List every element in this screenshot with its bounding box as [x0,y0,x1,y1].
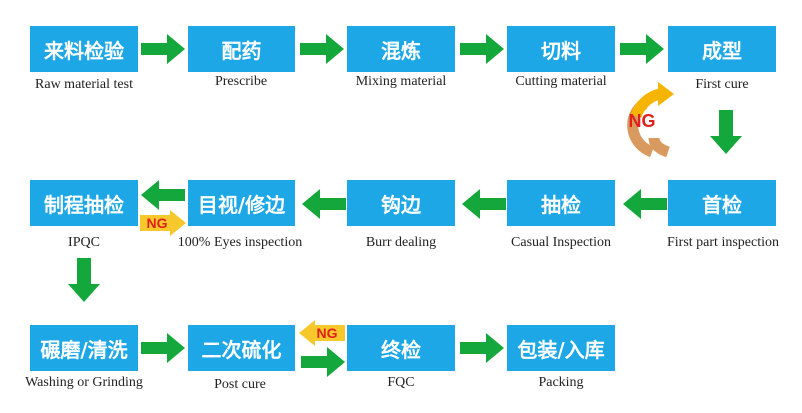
step-packing: 包装/入库 [507,325,615,371]
step-prescribe: 配药 [188,26,295,72]
caption-casual-inspection: Casual Inspection [511,235,611,250]
step-first-cure: 成型 [668,26,776,72]
ng-label: NG [316,325,338,341]
arrow-left-icon [302,189,346,219]
caption-packing: Packing [538,375,584,390]
arrow-right-icon [301,347,345,377]
arrow-right-icon [300,34,344,64]
arrow-down-icon [710,110,742,154]
caption-raw-material-test: Raw material test [35,77,133,92]
caption-post-cure: Post cure [214,377,266,392]
arrow-left-icon [141,180,185,210]
arrow-right-icon [620,34,664,64]
caption-cutting-material: Cutting material [515,74,607,89]
ng-arrow-left-icon [299,320,345,346]
caption-eyes-inspection: 100% Eyes inspection [177,235,303,250]
caption-prescribe: Prescribe [214,74,268,89]
step-post-cure: 二次硫化 [188,325,295,371]
ng-label: NG [146,215,168,231]
arrow-right-icon [460,333,504,363]
step-burr-dealing: 钩边 [347,180,455,226]
step-first-part-inspection: 首检 [668,180,776,226]
arrow-right-icon [141,34,185,64]
step-fqc: 终检 [347,325,455,371]
caption-first-cure: First cure [695,77,749,92]
ng-arrow-right-icon [140,210,186,236]
caption-ipqc: IPQC [68,235,100,250]
caption-fqc: FQC [387,375,415,390]
arrow-left-icon [623,189,667,219]
arrow-right-icon [460,34,504,64]
step-ipqc: 制程抽检 [30,180,138,226]
arrow-left-icon [462,189,506,219]
step-casual-inspection: 抽检 [507,180,615,226]
step-eyes-inspection: 目视/修边 [188,180,295,226]
step-cutting-material: 切料 [507,26,615,72]
caption-mixing-material: Mixing material [355,74,447,89]
arrow-down-icon [68,258,100,302]
step-washing-grinding: 碾磨/清洗 [30,325,138,371]
caption-washing-grinding: Washing or Grinding [25,375,143,390]
step-mixing-material: 混炼 [347,26,455,72]
arrow-right-icon [141,333,185,363]
caption-first-part-inspection: First part inspection [667,235,779,250]
step-raw-material-test: 来料检验 [30,26,138,72]
caption-burr-dealing: Burr dealing [365,235,437,250]
ng-curved-arrow-icon [627,82,674,158]
ng-label: NG [628,111,656,131]
